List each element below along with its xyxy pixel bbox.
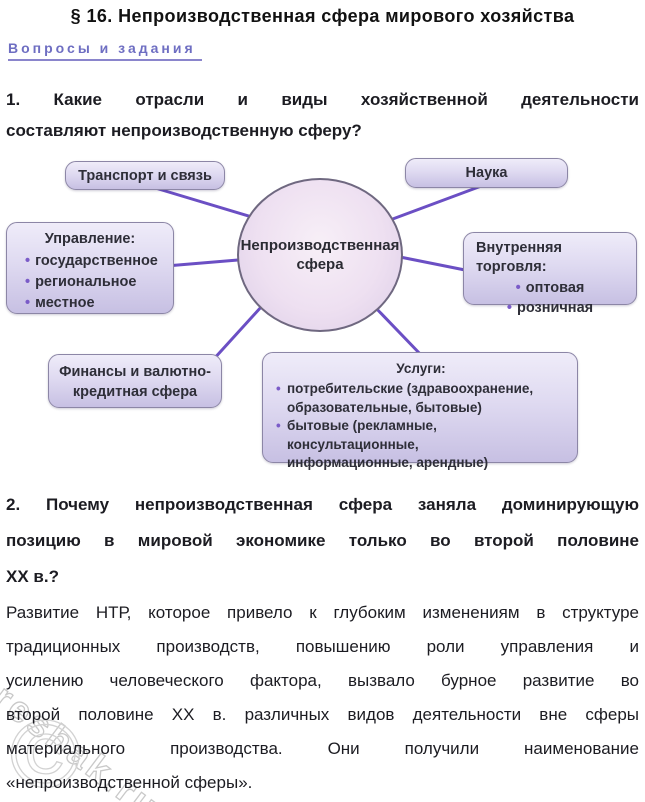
answer-line: усилению человеческого фактора, вызвало … (6, 671, 639, 690)
diagram-box-services-list: потребительские (здравоохранение, образо… (275, 380, 567, 473)
list-item-line: образовательные, бытовые) (287, 399, 482, 415)
list-item-line: потребительские (здравоохранение, (287, 381, 534, 396)
list-item: оптовая (472, 279, 628, 299)
copyright-icon: © (9, 700, 81, 802)
diagram-box-services-title: Услуги: (396, 361, 446, 376)
question-2-line: 2. Почему непроизводственная сфера занял… (6, 495, 639, 514)
answer-paragraph: Развитие НТР, которое привело к глубоким… (6, 596, 639, 800)
list-item: региональное (15, 272, 165, 293)
diagram-center-label: сфера (296, 256, 344, 273)
diagram-center-ellipse: Непроизводственная сфера (237, 178, 403, 332)
nonproduction-sphere-diagram: Транспорт и связь Наука Управление: госу… (0, 156, 645, 481)
diagram-box-trade-list: оптовая розничная (472, 279, 628, 318)
list-item-line: информационные, арендные) (287, 455, 489, 470)
connector-finance (210, 304, 264, 363)
answer-line: материального производства. Они получили… (6, 739, 639, 758)
list-item: бытовые (рекламные, консультационные, ин… (275, 417, 567, 473)
answer-line: «непроизводственной сферы». (6, 773, 253, 792)
diagram-box-management-title: Управление: (44, 231, 136, 247)
list-item: розничная (472, 299, 628, 319)
diagram-box-finance-line: кредитная сфера (72, 384, 198, 400)
connector-trade (393, 254, 472, 273)
list-item: потребительские (здравоохранение, образо… (275, 380, 567, 417)
connector-management (164, 257, 252, 268)
diagram-box-transport: Транспорт и связь (65, 161, 225, 190)
question-2-line: позицию в мировой экономике только во вт… (6, 531, 639, 550)
diagram-box-finance-line: Финансы и валютно- (59, 364, 211, 380)
question-2: 2. Почему непроизводственная сфера занял… (6, 487, 639, 595)
diagram-box-finance: Финансы и валютно- кредитная сфера (48, 354, 222, 408)
diagram-box-management: Управление: государственное региональное… (6, 222, 174, 314)
page-title: § 16. Непроизводственная сфера мирового … (70, 6, 575, 26)
diagram-box-science: Наука (405, 158, 568, 188)
list-item-line: бытовые (рекламные, консультационные, (287, 418, 437, 452)
section-badge: Вопросы и задания (8, 40, 202, 61)
connector-services (370, 302, 426, 360)
answer-line: традиционных производств, повышению роли… (6, 637, 639, 656)
connector-transport (150, 185, 264, 222)
diagram-box-trade-title: Внутренняя торговля: (476, 240, 562, 275)
question-1-line: составляют непроизводственную сферу? (6, 121, 362, 140)
list-item: государственное (15, 251, 165, 272)
diagram-box-science-label: Наука (465, 165, 508, 181)
diagram-box-services: Услуги: потребительские (здравоохранение… (262, 352, 578, 470)
connector-lines (150, 183, 486, 363)
diagram-box-trade: Внутренняя торговля: оптовая розничная (463, 232, 637, 316)
diagram-box-management-list: государственное региональное местное (15, 251, 165, 314)
list-item: местное (15, 293, 165, 314)
question-1: 1. Какие отрасли и виды хозяйственной де… (6, 84, 639, 146)
question-2-line: XX в.? (6, 567, 59, 586)
answer-line: второй половине XX в. различных видов де… (6, 705, 639, 724)
question-1-line: 1. Какие отрасли и виды хозяйственной де… (6, 90, 639, 109)
connector-science (388, 183, 486, 222)
diagram-box-transport-label: Транспорт и связь (78, 167, 212, 184)
answer-line: Развитие НТР, которое привело к глубоким… (6, 603, 639, 622)
diagram-center-label: Непроизводственная (240, 237, 400, 254)
